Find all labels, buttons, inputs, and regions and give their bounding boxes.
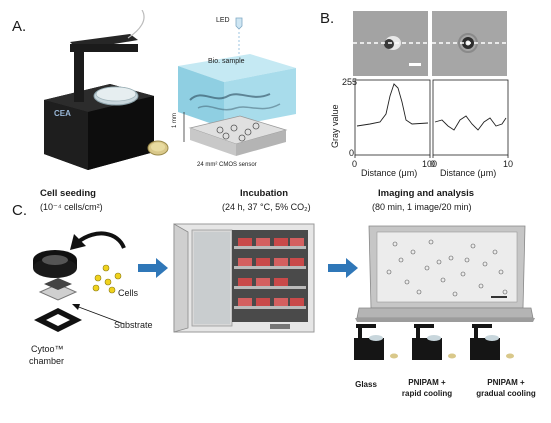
device-glass	[354, 324, 398, 360]
arrow-to-imaging-icon	[328, 258, 358, 278]
x-tick-left-0: 0	[352, 159, 358, 169]
laptop-base	[356, 307, 534, 319]
x-axis-label-left: Distance (μm)	[361, 168, 418, 178]
arrow-to-incubation-icon	[138, 258, 168, 278]
y-tick-0: 0	[349, 148, 355, 158]
cells-label: Cells	[118, 288, 139, 298]
incubator-door[interactable]	[173, 223, 189, 333]
substrate-frame	[44, 278, 72, 290]
incubator-shelves	[234, 246, 306, 309]
cell-seeding-illustration	[33, 231, 126, 332]
device-brand-logo: CEA	[54, 109, 71, 118]
chamber-label-line2: chamber	[29, 356, 65, 366]
plot-frame-right	[432, 79, 509, 156]
y-tick-255: 255	[342, 77, 358, 87]
substrate-label: Substrate	[114, 320, 153, 330]
step1-subtitle: (10⁻⁴ cells/cm²)	[40, 202, 103, 212]
device-conditions	[354, 324, 514, 360]
control-panel	[270, 324, 290, 329]
panel-b-label: B.	[320, 10, 335, 27]
condition-gradual-line2: gradual cooling	[476, 389, 536, 398]
bio-sample-label: Bio. sample	[208, 58, 245, 65]
scale-label-1mm: 1 mm	[172, 113, 178, 128]
screen-cells	[386, 239, 508, 297]
step2-title: Incubation	[240, 188, 289, 199]
x-axis-label-right: Distance (μm)	[440, 168, 497, 178]
panel-a-illustration: CEA	[44, 10, 296, 170]
cells-dots	[92, 264, 122, 294]
incubator-illustration	[173, 223, 315, 333]
device-pnipam-gradual	[470, 324, 514, 360]
panel-c-label: C.	[12, 202, 27, 219]
culture-flasks	[238, 238, 304, 306]
cmos-sensor-label: 24 mm² CMOS sensor	[197, 162, 257, 168]
step1-title: Cell seeding	[40, 188, 96, 199]
bio-sample-block	[178, 54, 296, 128]
condition-gradual-line1: PNIPAM +	[487, 378, 525, 387]
intensity-profile-plots	[354, 79, 509, 158]
chamber-label-line1: Cytoo™	[31, 344, 64, 354]
led-label: LED	[216, 17, 230, 24]
condition-rapid-line2: rapid cooling	[401, 389, 453, 398]
plot-frame-left	[354, 79, 431, 156]
curved-arrow-icon	[76, 231, 126, 249]
micrograph-left	[353, 11, 428, 76]
step2-subtitle: (24 h, 37 °C, 5% CO₂)	[222, 202, 311, 212]
profile-curve-left	[356, 83, 429, 127]
panel-a-label: A.	[12, 18, 27, 35]
chamber-bottom-frame	[34, 308, 82, 332]
condition-rapid-line1: PNIPAM +	[408, 378, 446, 387]
x-tick-right-10: 10	[503, 159, 514, 169]
micrograph-right	[432, 11, 507, 76]
led-icon	[235, 17, 243, 30]
cmos-sensor	[188, 115, 288, 156]
laptop-screen	[376, 231, 518, 303]
condition-glass: Glass	[355, 380, 377, 389]
step3-title: Imaging and analysis	[378, 188, 475, 199]
device-pnipam-rapid	[412, 324, 456, 360]
chamber-top-ring	[33, 250, 77, 278]
scale-bar	[409, 63, 421, 66]
screen-scale-bar	[491, 296, 507, 298]
x-tick-right-0: 0	[430, 159, 436, 169]
lensless-imaging-device	[44, 10, 154, 170]
x-tick-left-100: 100	[422, 159, 438, 169]
profile-curve-right	[434, 115, 507, 131]
laptop-illustration	[355, 225, 535, 322]
y-axis-label: Gray value	[330, 104, 340, 148]
step3-subtitle: (80 min, 1 image/20 min)	[372, 202, 472, 212]
